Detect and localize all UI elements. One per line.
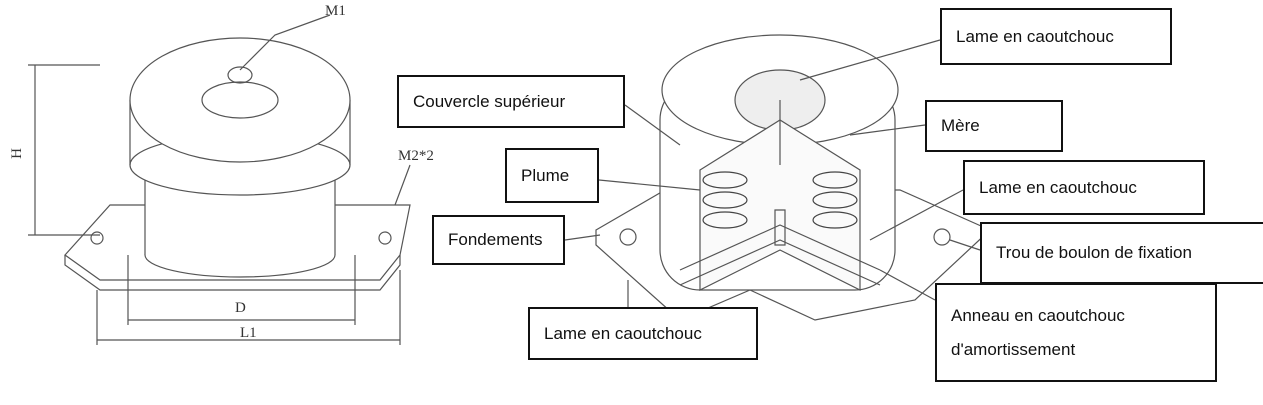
mount-cutaway-view	[564, 34, 992, 321]
label-d: D	[235, 300, 246, 316]
callout-fondements: Fondements	[432, 215, 565, 265]
callout-lame-bottom: Lame en caoutchouc	[528, 307, 758, 360]
label-l1: L1	[240, 325, 257, 341]
label-m1: M1	[325, 3, 346, 19]
callout-trou: Trou de boulon de fixation	[980, 222, 1263, 284]
callout-anneau-line2: d'amortissement	[951, 339, 1076, 359]
callout-anneau: Anneau en caoutchouc d'amortissement	[935, 283, 1217, 382]
mount-elevation-view	[28, 14, 411, 345]
callout-anneau-line1: Anneau en caoutchouc	[951, 305, 1125, 325]
label-h: H	[8, 148, 25, 159]
callout-plume: Plume	[505, 148, 599, 203]
callout-lame-mid: Lame en caoutchouc	[963, 160, 1205, 215]
label-m2: M2*2	[398, 148, 434, 164]
callout-couvercle: Couvercle supérieur	[397, 75, 625, 128]
callout-lame-top: Lame en caoutchouc	[940, 8, 1172, 65]
callout-mere: Mère	[925, 100, 1063, 152]
